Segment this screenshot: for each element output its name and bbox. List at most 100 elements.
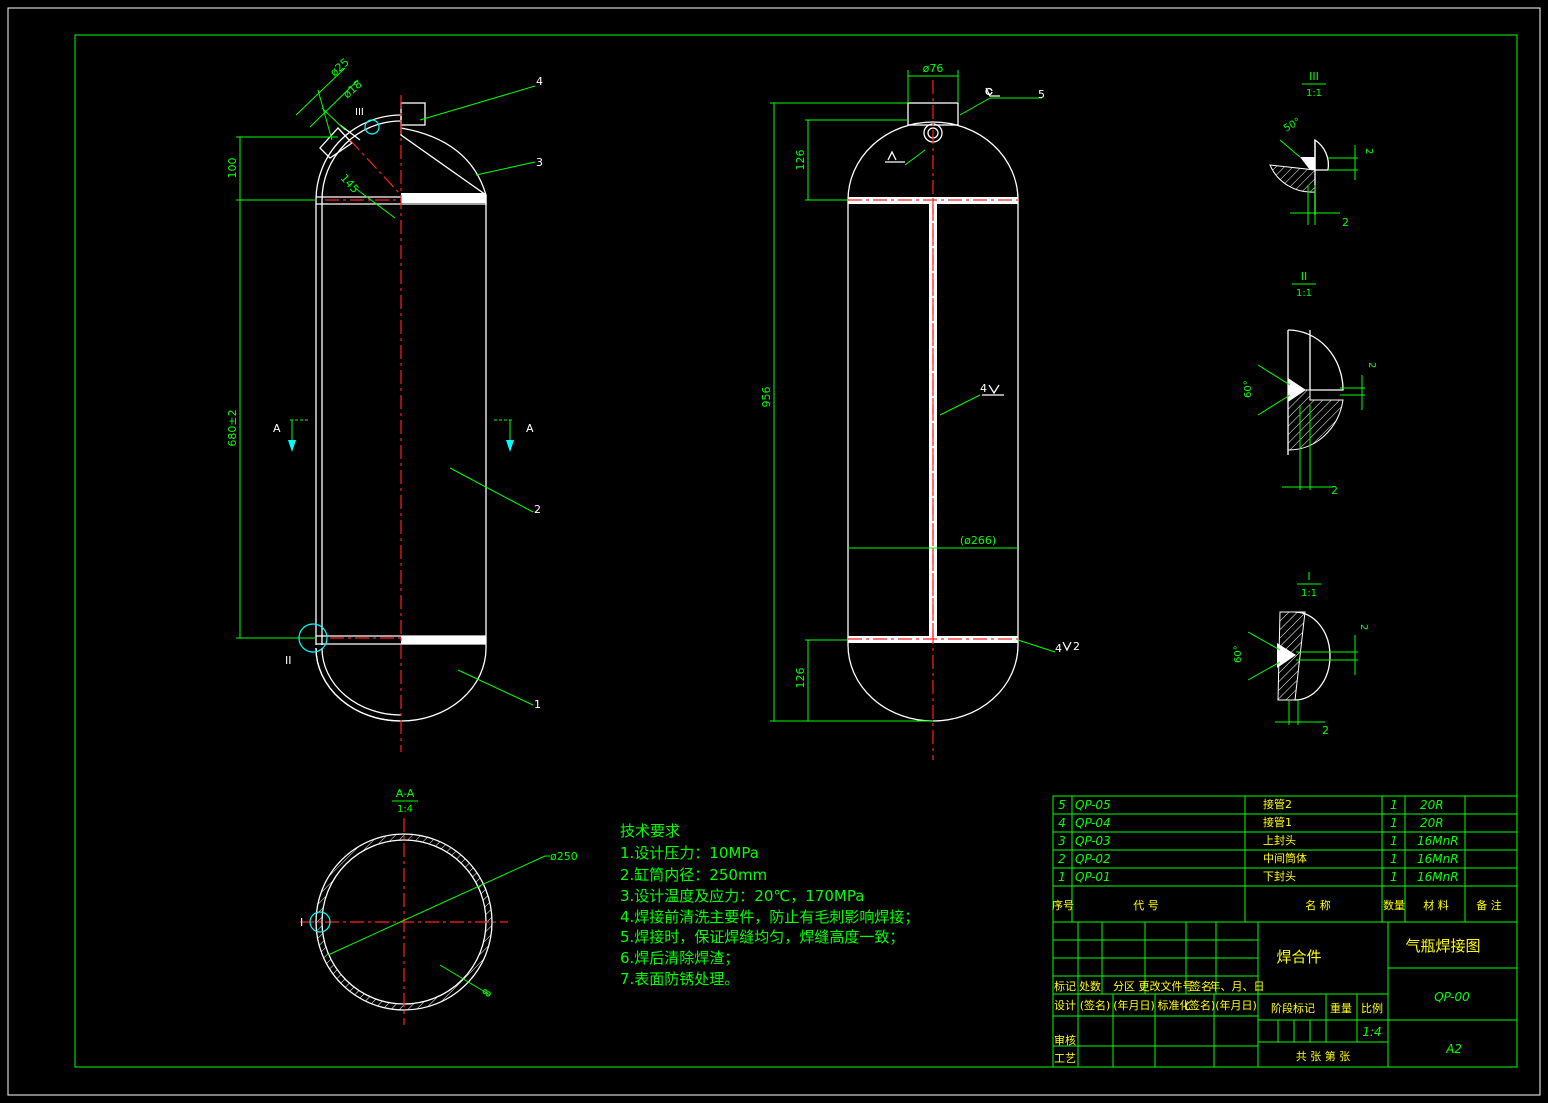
svg-text:QP-05: QP-05 xyxy=(1075,798,1111,812)
dim-680: 680±2 xyxy=(226,409,239,446)
svg-text:QP-04: QP-04 xyxy=(1075,816,1111,830)
tb-review: 审核 xyxy=(1054,1033,1076,1047)
tb-part-name: 焊合件 xyxy=(1276,948,1321,966)
section-aa-scale: 1:4 xyxy=(397,804,413,815)
tb-weight: 重量 xyxy=(1330,1001,1352,1015)
tb-count: 处数 xyxy=(1079,980,1101,993)
section-mark-a-right: A xyxy=(526,422,534,435)
detail-i-title: I xyxy=(1307,570,1310,583)
weld-symbol-bot-sub: 2 xyxy=(1073,640,1080,653)
svg-text:接管2: 接管2 xyxy=(1263,797,1292,811)
tech-item-1: 1.设计压力：10MPa xyxy=(620,844,759,862)
middle-view: ø76 126 956 (ø266) 126 5 4 4 2 xyxy=(760,62,1080,760)
dim-126-bottom: 126 xyxy=(794,668,807,689)
tech-title: 技术要求 xyxy=(620,822,680,840)
leader-4: 4 xyxy=(536,75,543,88)
bom-row-2: 2 QP-02 中间筒体 1 16MnR xyxy=(1058,851,1458,866)
tech-requirements: 技术要求 1.设计压力：10MPa 2.缸筒内径：250mm 3.设计温度及应力… xyxy=(620,822,919,988)
svg-text:1: 1 xyxy=(1058,870,1066,884)
left-view: 100 680±2 ø25 ø18 145 4 3 2 1 A A II III xyxy=(226,56,543,752)
tb-drawing-no: QP-00 xyxy=(1434,990,1470,1004)
weld-symbol-mid: 4 xyxy=(980,382,987,395)
svg-text:1: 1 xyxy=(1390,870,1398,884)
title-block: 标记 处数 分区 更改文件号 签名 年、月、日 设计 (签名) (年月日) 标准… xyxy=(1052,921,1518,1068)
svg-text:数量: 数量 xyxy=(1383,899,1405,912)
tb-scale-value: 1:4 xyxy=(1362,1025,1381,1039)
tb-date: 年、月、日 xyxy=(1210,979,1265,993)
svg-text:16MnR: 16MnR xyxy=(1417,834,1459,848)
svg-text:下封头: 下封头 xyxy=(1263,869,1296,883)
svg-text:16MnR: 16MnR xyxy=(1417,852,1459,866)
outer-frame xyxy=(7,7,1541,1096)
svg-text:5: 5 xyxy=(1058,798,1066,812)
dim-d266: (ø266) xyxy=(960,534,996,547)
svg-text:名 称: 名 称 xyxy=(1305,898,1331,912)
svg-text:序号: 序号 xyxy=(1052,898,1074,912)
tb-standard-date: (年月日) xyxy=(1215,998,1257,1012)
leader-1: 1 xyxy=(534,698,541,711)
detail-ii-scale: 1:1 xyxy=(1296,288,1312,299)
svg-text:3: 3 xyxy=(1058,834,1066,848)
tb-standard-sign: (签名) xyxy=(1185,998,1216,1012)
section-mark-a-left: A xyxy=(273,422,281,435)
svg-text:上封头: 上封头 xyxy=(1263,833,1296,847)
tb-process: 工艺 xyxy=(1054,1052,1076,1065)
svg-text:1: 1 xyxy=(1390,834,1398,848)
detail-i-depth: 2 xyxy=(1322,724,1329,737)
tech-item-5: 5.焊接时，保证焊缝均匀，焊缝高度一致； xyxy=(620,928,904,946)
svg-text:中间筒体: 中间筒体 xyxy=(1263,851,1307,865)
tb-design: 设计 xyxy=(1054,999,1076,1012)
tech-item-2: 2.缸筒内径：250mm xyxy=(620,866,767,884)
detail-ii-depth: 2 xyxy=(1331,484,1338,497)
tb-mark: 标记 xyxy=(1054,979,1076,993)
inner-frame xyxy=(74,34,1518,1068)
tech-item-7: 7.表面防锈处理。 xyxy=(620,970,739,988)
tb-zone: 分区 xyxy=(1113,980,1135,993)
detail-iii-label: III xyxy=(355,107,364,118)
detail-iii-scale: 1:1 xyxy=(1306,88,1322,99)
tb-sheets: 共 张 第 张 xyxy=(1296,1049,1351,1063)
tb-change-doc: 更改文件号 xyxy=(1139,979,1194,993)
dim-d18: ø18 xyxy=(341,78,365,102)
detail-ii-title: II xyxy=(1301,270,1308,283)
tech-item-6: 6.焊后清除焊渣； xyxy=(620,949,739,967)
dim-d76: ø76 xyxy=(923,62,944,75)
svg-text:接管1: 接管1 xyxy=(1263,815,1292,829)
section-aa-title: A-A xyxy=(396,787,415,800)
svg-text:QP-03: QP-03 xyxy=(1075,834,1111,848)
detail-iii-angle: 50° xyxy=(1282,116,1303,134)
bom-header: 序号 代 号 名 称 数量 材 料 备 注 xyxy=(1052,898,1502,912)
detail-iii-gap: 2 xyxy=(1363,148,1374,154)
tb-sheet-size: A2 xyxy=(1445,1042,1462,1056)
detail-i-angle: 60° xyxy=(1233,645,1244,663)
weld-symbol-bot: 4 xyxy=(1055,642,1062,655)
svg-text:16MnR: 16MnR xyxy=(1417,870,1459,884)
detail-iii-view: III 1:1 50° 2 2 xyxy=(1269,70,1374,229)
tb-stage: 阶段标记 xyxy=(1271,1001,1315,1015)
bom-table: 5 QP-05 接管2 1 20R 4 QP-04 接管1 1 20R 3 QP… xyxy=(1052,795,1518,923)
detail-ii-angle: 60° xyxy=(1243,380,1254,398)
dim-d250: ø250 xyxy=(550,850,578,863)
svg-text:QP-01: QP-01 xyxy=(1075,870,1111,884)
dim-100: 100 xyxy=(226,158,239,179)
dim-thickness: 8 xyxy=(480,987,495,1000)
detail-i-label: I xyxy=(300,916,303,929)
tb-design-date: (年月日) xyxy=(1113,998,1155,1012)
svg-text:材 料: 材 料 xyxy=(1423,898,1449,912)
svg-text:20R: 20R xyxy=(1420,798,1444,812)
svg-text:1: 1 xyxy=(1390,852,1398,866)
detail-ii-gap: 2 xyxy=(1366,362,1377,368)
svg-text:代 号: 代 号 xyxy=(1133,899,1159,912)
tb-ratio: 比例 xyxy=(1361,1001,1383,1015)
detail-i-gap: 2 xyxy=(1358,624,1369,630)
bom-row-4: 4 QP-04 接管1 1 20R xyxy=(1058,815,1443,830)
detail-ii-view: II 1:1 60° 2 2 xyxy=(1243,270,1377,497)
bom-row-5: 5 QP-05 接管2 1 20R xyxy=(1058,797,1443,812)
tech-item-3: 3.设计温度及应力：20℃，170MPa xyxy=(620,887,864,905)
detail-iii-depth: 2 xyxy=(1342,216,1349,229)
tb-design-sign: (签名) xyxy=(1080,998,1111,1012)
detail-ii-label: II xyxy=(285,654,292,667)
svg-text:4: 4 xyxy=(1058,816,1066,830)
dim-d25: ø25 xyxy=(328,56,352,80)
